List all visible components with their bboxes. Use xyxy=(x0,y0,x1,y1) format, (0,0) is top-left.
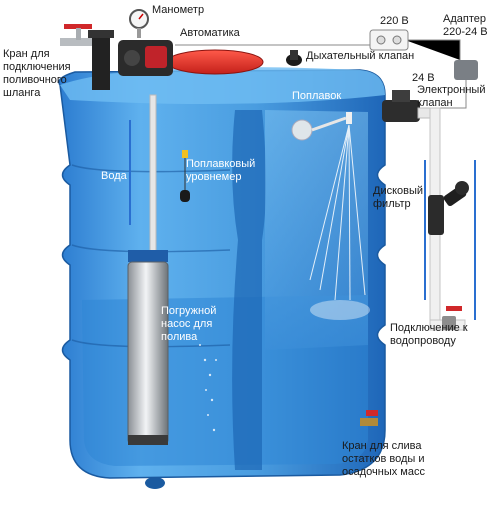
inner-partition xyxy=(232,110,266,470)
pump-icon xyxy=(127,250,169,445)
manometer-icon xyxy=(129,9,149,38)
bubbles xyxy=(199,344,217,432)
pump-pipe xyxy=(149,94,157,256)
socket-icon xyxy=(369,29,409,51)
label-hose-tap: Кран для подключения поливочного шланга xyxy=(3,48,71,99)
label-220v: 220 В xyxy=(380,15,409,27)
float-level-sensor-icon xyxy=(180,150,190,202)
riser-pipe xyxy=(92,35,110,90)
hose-tap-icon xyxy=(60,24,92,46)
label-pump: Погружной насос для полива xyxy=(161,305,217,343)
label-drain-tap: Кран для слива остатков воды и осадочных… xyxy=(342,440,425,478)
drain-tap-icon xyxy=(360,410,378,426)
solenoid-valve-icon xyxy=(382,90,420,122)
right-chamber xyxy=(265,110,368,350)
label-solenoid-valve: Электронный клапан xyxy=(417,84,486,109)
fill-pipe xyxy=(346,112,352,124)
tank-lid xyxy=(166,49,264,75)
label-automatics: Автоматика xyxy=(180,27,240,39)
label-water: Вода xyxy=(101,170,127,182)
label-connection: Подключение к водопроводу xyxy=(390,322,468,347)
breather-valve-icon xyxy=(286,50,302,66)
label-adapter: Адаптер 220-24 В xyxy=(443,13,488,38)
tank-top xyxy=(60,67,385,104)
adapter-icon xyxy=(454,60,478,80)
water-spray xyxy=(309,124,366,301)
float-icon xyxy=(291,116,347,141)
automatics-unit-icon xyxy=(118,40,173,76)
label-float-level: Поплавковый уровнемер xyxy=(186,158,256,183)
connection-valve-icon xyxy=(442,306,462,330)
label-float: Поплавок xyxy=(292,90,342,102)
disc-filter-icon xyxy=(428,181,469,235)
label-breather-valve: Дыхательный клапан xyxy=(306,50,415,62)
label-24v: 24 В xyxy=(412,72,435,84)
label-disc-filter: Дисковый фильтр xyxy=(373,185,424,210)
flow-arrows xyxy=(129,120,476,320)
label-manometer: Манометр xyxy=(152,4,205,16)
